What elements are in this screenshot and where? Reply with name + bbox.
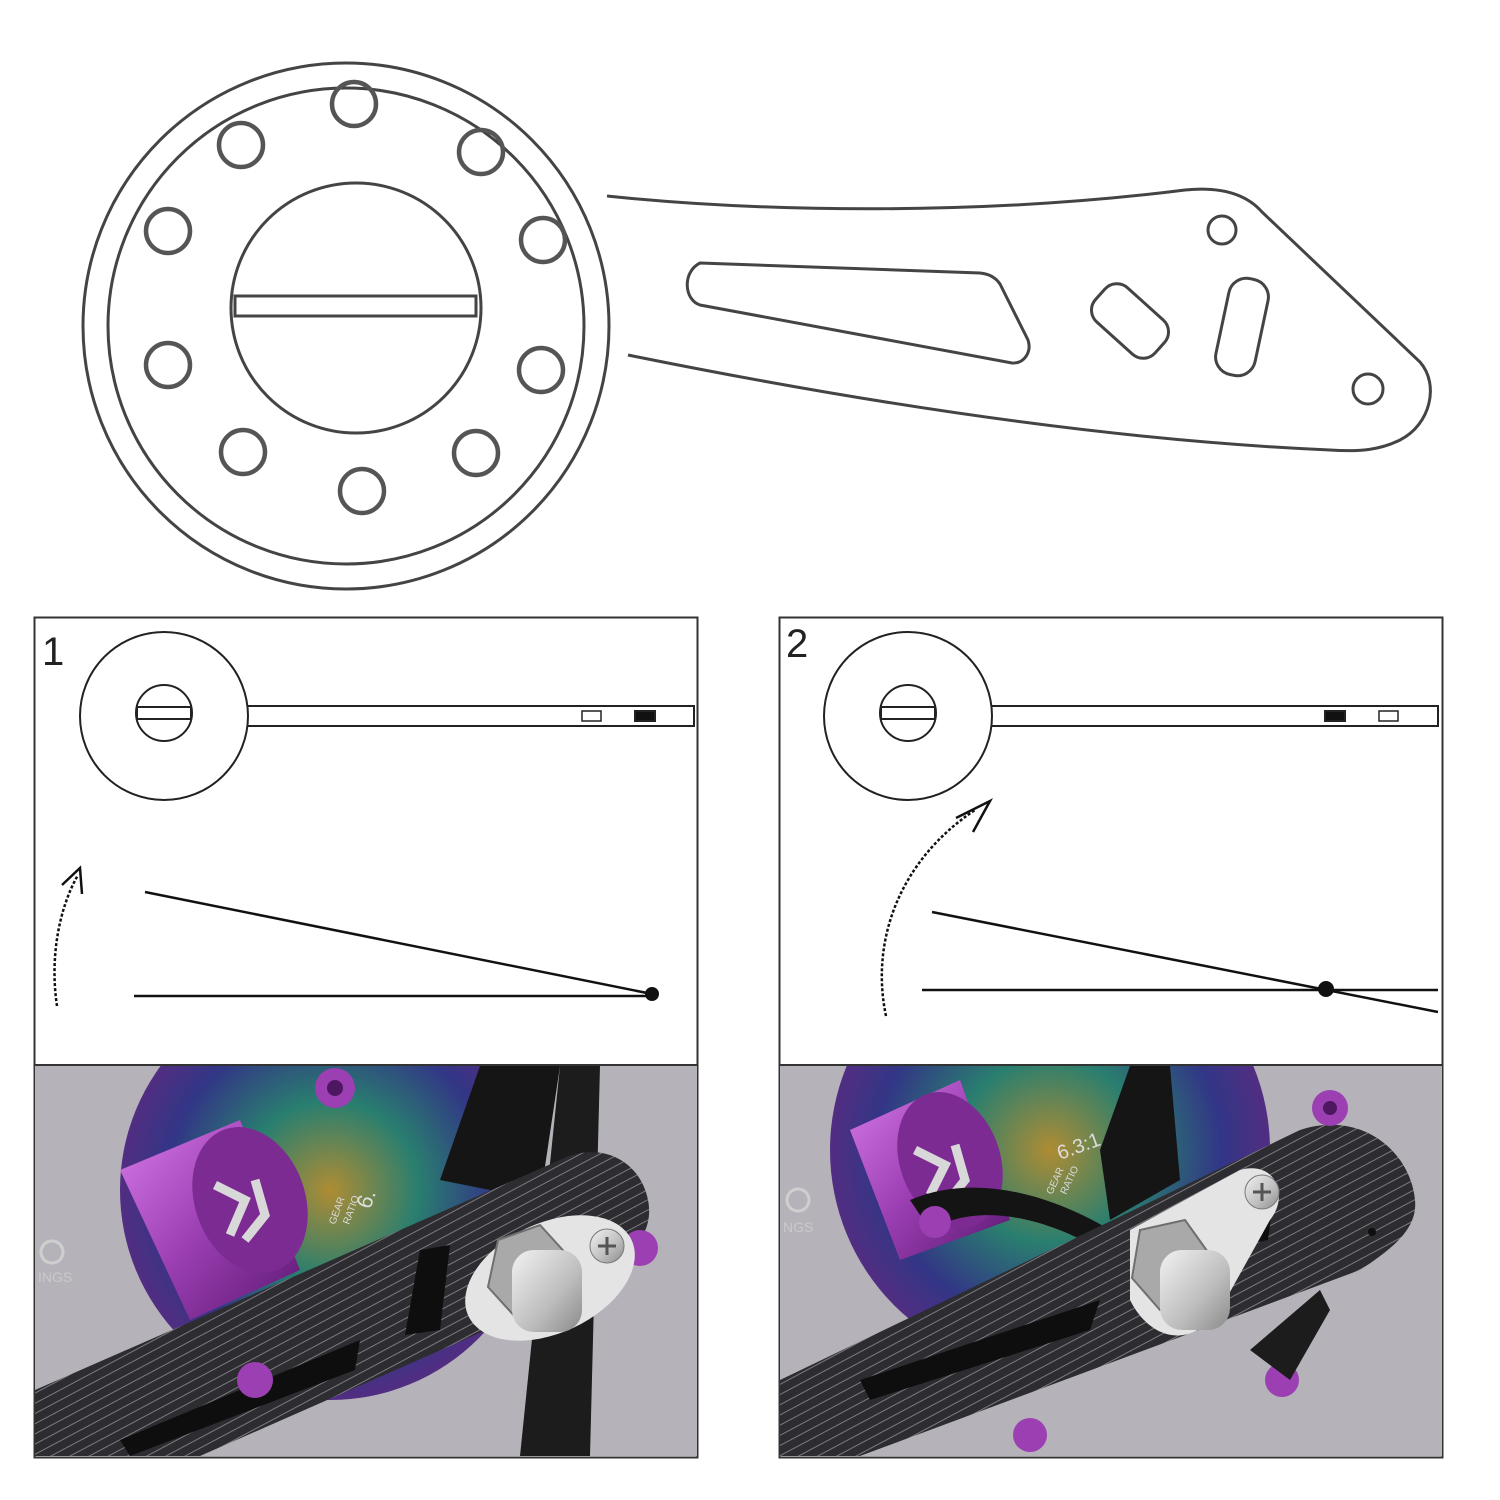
panel-1-upper-line — [144, 890, 653, 996]
panel-2-photo: GEAR RATIO 6.3:1 NGS — [780, 1066, 1442, 1456]
arm-hole-top — [1206, 214, 1238, 246]
purple-screw-e — [919, 1206, 951, 1238]
panel-1-handle-diagram — [79, 631, 695, 801]
arm-hole-end — [1351, 372, 1385, 406]
panel-1-hub — [135, 684, 193, 742]
purple-screw-g — [1013, 1418, 1047, 1452]
center-bolt — [512, 1250, 582, 1332]
arm-slot-diamond — [1089, 282, 1171, 360]
handle-arm-photo — [35, 1152, 650, 1456]
panel-1-marker-open — [581, 710, 602, 722]
step-2-number: 2 — [786, 622, 809, 666]
panel-2-rotate-arrow — [880, 808, 976, 1017]
center-bolt-2 — [1160, 1250, 1230, 1330]
panel-1-photo: GEAR RATIO 6. INGS — [35, 1066, 697, 1456]
panel-1-hub-slot — [136, 706, 192, 720]
panel-2-marker-filled — [1324, 710, 1346, 722]
arm-slot-oval — [1214, 276, 1270, 378]
panel-2-hub — [879, 684, 937, 742]
frame-black — [440, 1066, 560, 1200]
panel-2-marker-open — [1378, 710, 1399, 722]
panel-2-brand-fragment: NGS — [783, 1219, 813, 1235]
purple-screw-b — [237, 1362, 273, 1398]
bolt-holes — [143, 79, 568, 516]
hub-circle — [229, 181, 483, 435]
panel-2-upper-line — [931, 910, 1439, 1014]
hub-slot — [233, 294, 478, 318]
panel-1-arm — [248, 705, 695, 727]
step-1-number: 1 — [42, 630, 65, 674]
panel-2-hub-slot — [880, 706, 936, 720]
panel-2-arrowhead — [955, 798, 994, 833]
panel-1-brand-fragment: INGS — [38, 1269, 72, 1285]
panel-2: GEAR RATIO 6.3:1 NGS — [778, 616, 1444, 1459]
handle-arm — [606, 187, 1432, 453]
panel-2-angle-diagram — [880, 798, 1439, 1017]
panel-1-arrowhead — [61, 865, 84, 895]
inner-ring — [106, 86, 586, 566]
brand-logo-1 — [212, 1178, 270, 1243]
panel-1: GEAR RATIO 6. INGS — [33, 616, 699, 1459]
panel-2-pivot-dot — [1318, 981, 1334, 997]
panel-1-rotate-arrow — [53, 874, 80, 1007]
arm-slot-long — [685, 261, 1031, 365]
panel-1-angle-diagram — [53, 865, 659, 1007]
panel-2-handle-diagram — [823, 631, 1439, 801]
panel-1-knob — [79, 631, 249, 801]
black-lever — [910, 1187, 1110, 1250]
panel-2-knob — [823, 631, 993, 801]
handle-drawing — [81, 61, 1432, 591]
panel-1-pivot-dot — [645, 987, 659, 1001]
panel-2-frame — [778, 616, 1444, 1459]
panel-1-marker-filled — [634, 710, 656, 722]
panel-1-frame — [33, 616, 699, 1459]
outer-ring — [81, 61, 611, 591]
panel-2-arm — [992, 705, 1439, 727]
